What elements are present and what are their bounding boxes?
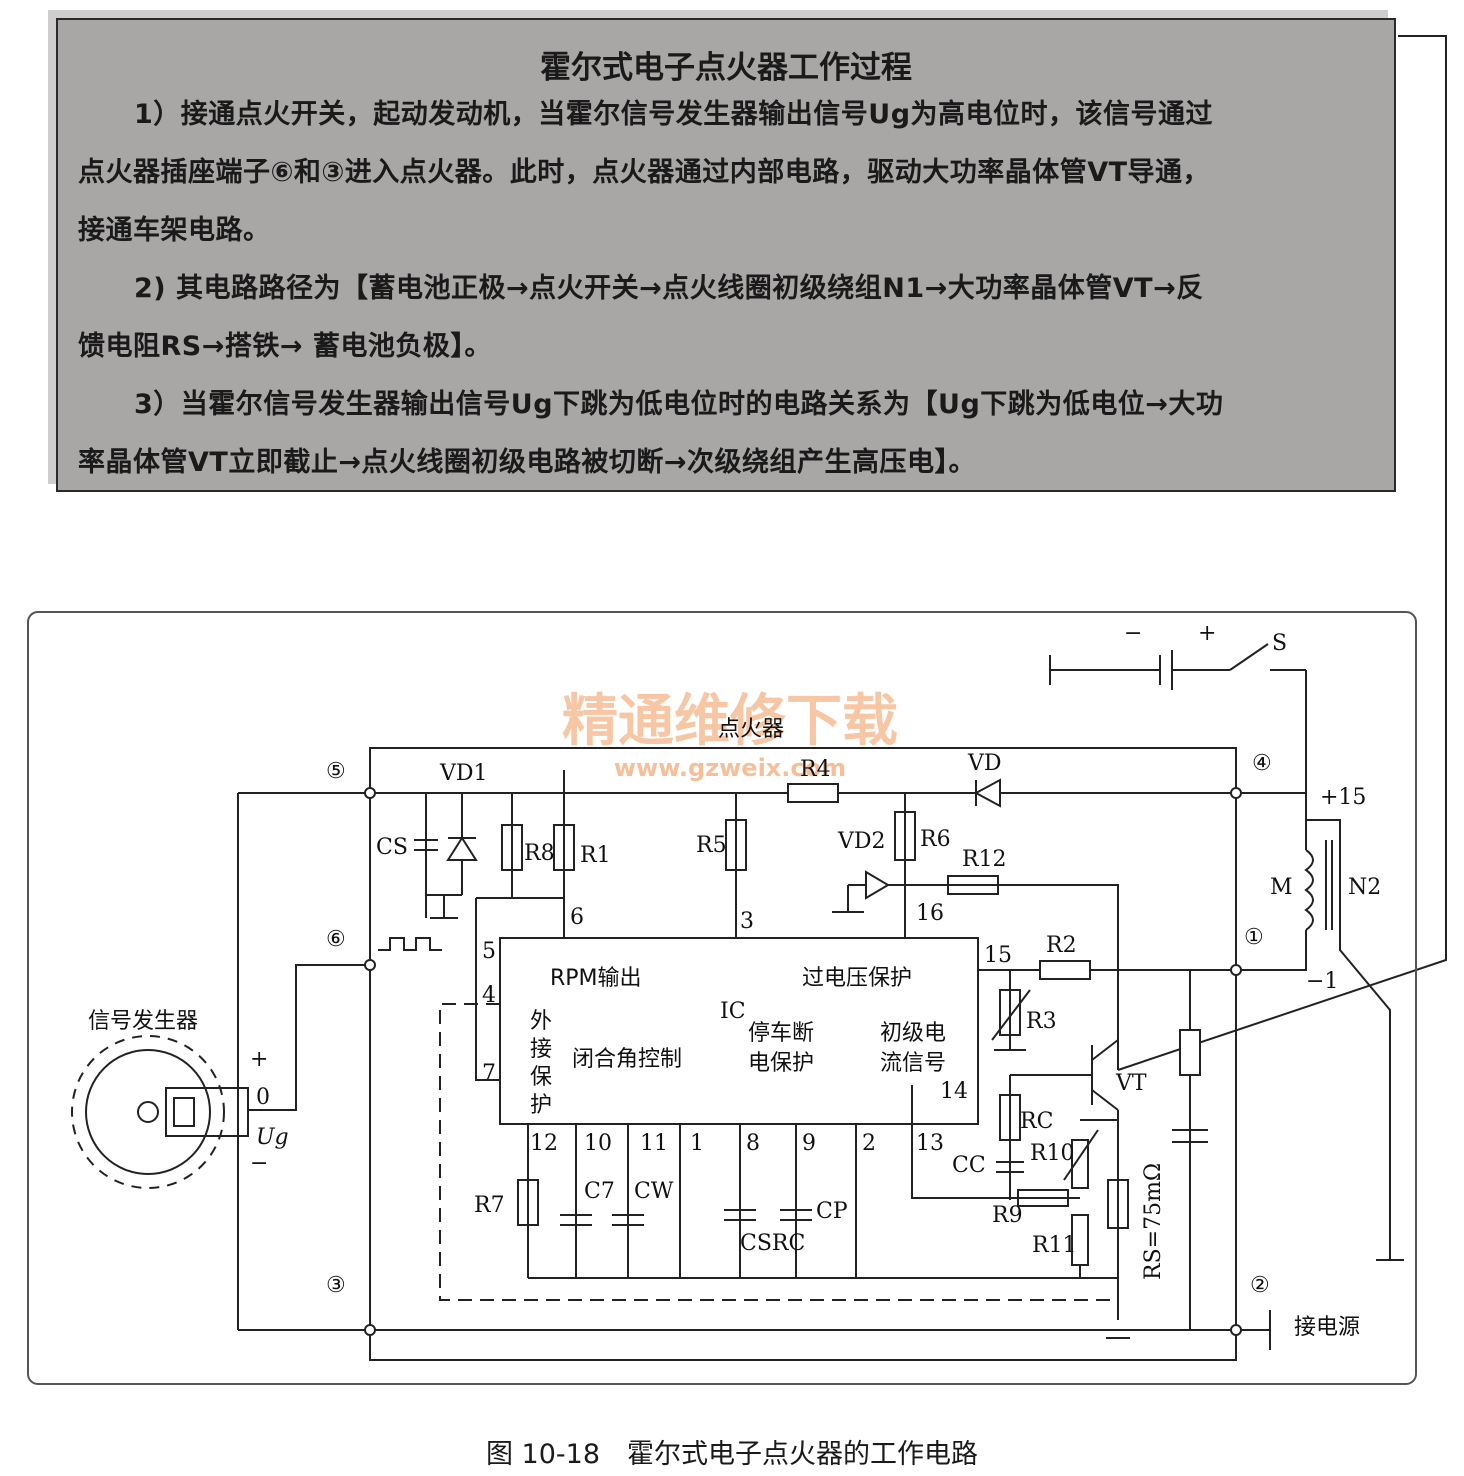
ext-protect-4: 护 <box>530 1093 552 1118</box>
part-r12: R12 <box>962 847 1007 872</box>
p2-line-1: 2) 其电路路径为【蓄电池正极→点火开关→点火线圈初级绕组N1→大功率晶体管VT… <box>134 273 1204 304</box>
pin-13: 13 <box>916 1131 944 1156</box>
dwell-label: 闭合角控制 <box>572 1047 682 1072</box>
pin-14: 14 <box>940 1079 968 1104</box>
ext-protect-3: 保 <box>530 1065 552 1090</box>
pin-7: 7 <box>482 1061 496 1086</box>
part-vd2: VD2 <box>837 829 886 854</box>
figure-caption: 图 10-18 霍尔式电子点火器的工作电路 <box>485 1439 979 1470</box>
ic-label: IC <box>720 999 746 1024</box>
battery-minus: − <box>1124 621 1142 646</box>
part-r2: R2 <box>1046 933 1077 958</box>
part-cp: CP <box>816 1199 848 1224</box>
ug-label: Ug <box>256 1125 289 1150</box>
part-r1: R1 <box>580 843 611 868</box>
paragraph-3: 3）当霍尔信号发生器输出信号Ug下跳为低电位时的电路关系为【Ug下跳为低电位→大… <box>78 376 1368 492</box>
pin-10: 10 <box>584 1131 612 1156</box>
watermark-cn: 精通维修下载 <box>562 689 898 754</box>
part-r11: R11 <box>1032 1233 1077 1258</box>
part-vt: VT <box>1115 1071 1147 1096</box>
pin-11: 11 <box>640 1131 668 1156</box>
rpm-label: RPM输出 <box>550 966 642 991</box>
p1-line-1: 1）接通点火开关，起动发动机，当霍尔信号发生器输出信号Ug为高电位时，该信号通过 <box>134 99 1214 130</box>
part-vd: VD <box>967 751 1002 776</box>
pin-8: 8 <box>746 1131 760 1156</box>
part-rs: RS=75mΩ <box>1141 1163 1166 1280</box>
primary-label-1: 初级电 <box>880 1021 946 1046</box>
part-s: S <box>1272 631 1287 656</box>
part-cw: CW <box>634 1179 674 1204</box>
paragraph-1: 1）接通点火开关，起动发动机，当霍尔信号发生器输出信号Ug为高电位时，该信号通过… <box>78 86 1368 260</box>
zero-label: 0 <box>256 1085 270 1110</box>
part-vd1: VD1 <box>439 761 488 786</box>
part-r4: R4 <box>800 757 831 782</box>
power-label: 接电源 <box>1294 1315 1360 1340</box>
pin-6: 6 <box>570 905 584 930</box>
pin-5: 5 <box>482 939 496 964</box>
part-r7: R7 <box>474 1193 505 1218</box>
igniter-label: 点火器 <box>718 717 784 742</box>
part-r6: R6 <box>920 827 951 852</box>
ext-protect-2: 接 <box>530 1037 552 1062</box>
pin-15: 15 <box>984 943 1012 968</box>
stall-label-2: 电保护 <box>748 1051 814 1076</box>
pin-4: 4 <box>482 983 496 1008</box>
part-cs: CS <box>376 835 408 860</box>
p3-line-2: 率晶体管VT立即截止→点火线圈初级电路被切断→次级绕组产生高压电】。 <box>78 447 977 478</box>
part-r8: R8 <box>524 841 555 866</box>
p1-line-2: 点火器插座端子⑥和③进入点火器。此时，点火器通过内部电路，驱动大功率晶体管VT导… <box>78 157 1211 188</box>
box-title: 霍尔式电子点火器工作过程 <box>540 50 912 86</box>
part-cc: CC <box>952 1153 986 1178</box>
part-r10: R10 <box>1030 1141 1075 1166</box>
watermark-url: www.gzweix.com <box>614 754 846 782</box>
battery-plus: + <box>1198 621 1216 646</box>
pin-9: 9 <box>802 1131 816 1156</box>
ext-protect-1: 外 <box>530 1009 552 1034</box>
pin-2: 2 <box>862 1131 876 1156</box>
p1-line-3: 接通车架电路。 <box>78 215 271 246</box>
plus15-label: +15 <box>1320 785 1366 810</box>
paragraph-2: 2) 其电路路径为【蓄电池正极→点火开关→点火线圈初级绕组N1→大功率晶体管VT… <box>78 260 1368 376</box>
part-r5: R5 <box>696 833 727 858</box>
terminal-3: ③ <box>326 1273 346 1298</box>
terminal-5: ⑤ <box>326 759 346 784</box>
part-c7: C7 <box>584 1179 615 1204</box>
pin-12: 12 <box>530 1131 558 1156</box>
part-n2: N2 <box>1348 875 1381 900</box>
terminal-6: ⑥ <box>326 927 346 952</box>
minus1-label: −1 <box>1306 969 1338 994</box>
part-r9: R9 <box>992 1203 1023 1228</box>
minus-sign: − <box>250 1151 268 1176</box>
part-r3: R3 <box>1026 1009 1057 1034</box>
signal-gen-label: 信号发生器 <box>88 1009 198 1034</box>
part-csrc: CSRC <box>740 1231 805 1256</box>
stall-label-1: 停车断 <box>748 1021 814 1046</box>
plus-sign: + <box>250 1047 268 1072</box>
terminal-4: ④ <box>1252 751 1272 776</box>
primary-label-2: 流信号 <box>880 1051 946 1076</box>
p3-line-1: 3）当霍尔信号发生器输出信号Ug下跳为低电位时的电路关系为【Ug下跳为低电位→大… <box>134 389 1224 420</box>
overvolt-label: 过电压保护 <box>802 966 912 991</box>
pin-16: 16 <box>916 901 944 926</box>
p2-line-2: 馈电阻RS→搭铁→ 蓄电池负极】。 <box>78 331 492 362</box>
terminal-2: ② <box>1250 1273 1270 1298</box>
part-m: M <box>1270 875 1293 900</box>
description-box: 霍尔式电子点火器工作过程 1）接通点火开关，起动发动机，当霍尔信号发生器输出信号… <box>56 18 1396 492</box>
pin-1: 1 <box>690 1131 704 1156</box>
part-rc: RC <box>1020 1109 1053 1134</box>
terminal-1: ① <box>1244 925 1264 950</box>
pin-3: 3 <box>740 909 754 934</box>
